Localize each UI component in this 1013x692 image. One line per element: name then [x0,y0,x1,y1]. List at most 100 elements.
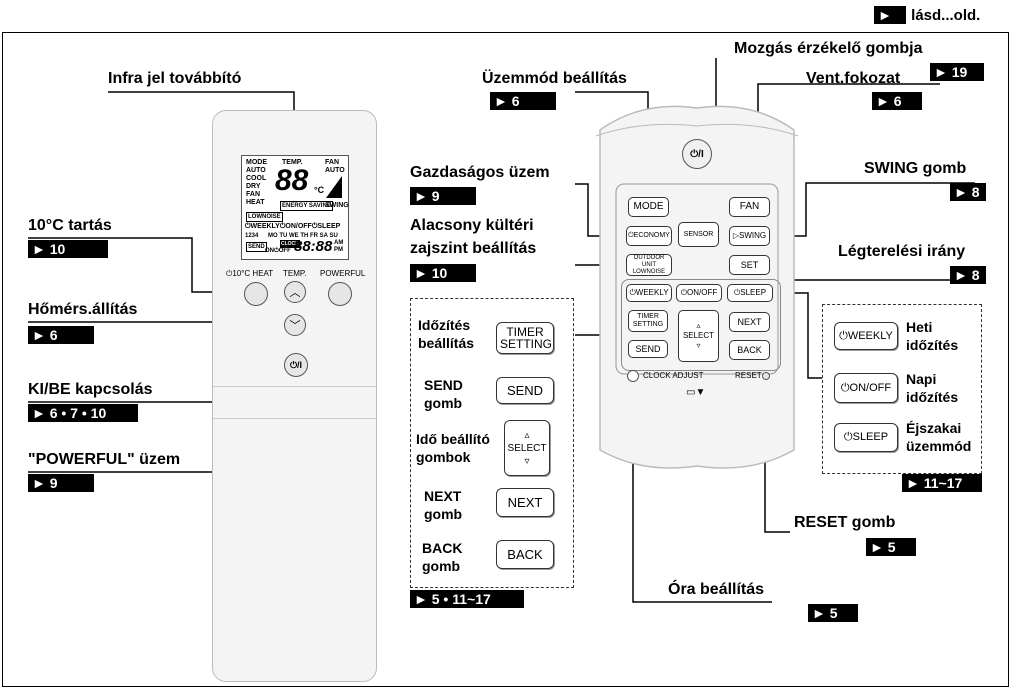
ref-fan: ► 6 [872,92,922,110]
ref-airflow: ► 8 [950,266,986,284]
chevron-up-icon: ▵ [696,321,701,330]
chevron-down-icon: ﹀ [289,320,301,332]
label-airflow: Légterelési irány [838,243,966,260]
fan-button[interactable]: FAN [729,197,770,217]
sleep-button[interactable]: ⏻SLEEP [834,423,898,452]
ref-weekly-box: ► 11~17 [902,474,982,492]
timer-legend-box [410,298,574,588]
heat-10-button[interactable] [244,282,268,306]
label-fan: Vent.fokozat [806,70,901,87]
right-power-button[interactable]: ⏻/I [682,139,712,169]
lcd-mode: FAN [246,191,260,198]
reset-label: RESET [735,371,762,380]
sensor-button[interactable]: SENSOR [678,222,719,247]
ref-lownoise: ► 10 [410,264,476,282]
ref-heat10: ► 10 [28,240,108,258]
label-swing: SWING gomb [864,160,967,177]
lcd-program: 1234 [245,233,259,239]
timer-setting-button[interactable]: TIMER SETTING [496,322,554,354]
remote-left-divider-2 [213,418,376,419]
lcd-onoff: ON⏻OFF [265,248,291,254]
label-motion: Mozgás érzékelő gombja [734,40,923,57]
clock-adjust-button[interactable] [627,370,639,382]
back-button[interactable]: BACK [496,540,554,569]
mode-button[interactable]: MODE [628,197,669,217]
label-mode: Üzemmód beállítás [482,70,627,87]
lcd-mode: MODE [246,159,267,166]
ref-onoff: ► 6 • 7 • 10 [28,404,138,422]
label-clock: Óra beállítás [668,581,765,598]
lcd-clock: CLOCK [280,240,300,248]
lownoise-button[interactable]: OUTDOOR UNIT LOWNOISE [626,254,672,276]
temp-down-button[interactable]: ﹀ [284,314,306,336]
powerful-button-label: POWERFUL [320,269,366,278]
lcd-fan-mode: AUTO [325,167,345,174]
label-lownoise-1: Alacsony kültéri [410,217,534,234]
select-button-small[interactable]: ▵ SELECT ▿ [678,310,719,362]
label-infra: Infra jel továbbító [108,70,242,87]
lcd-timer-row: ⏻WEEKLY⏻ON/OFF⏻SLEEP [245,223,341,230]
label-lownoise-2: zajszint beállítás [410,240,537,257]
weekly-button-small[interactable]: ⏻WEEKLY [626,284,672,302]
chevron-up-icon: ▵ [524,429,530,441]
battery-icon: ▭▼ [686,387,706,398]
remote-left-divider [213,386,376,387]
lcd-swing: SWING [325,202,349,209]
ref-timer-box: ► 5 • 11~17 [410,590,524,608]
send-button[interactable]: SEND [496,377,554,404]
label-onoff: KI/BE kapcsolás [28,381,153,398]
lcd-time: 88:88 [294,238,333,255]
power-button[interactable]: ⏻/I [284,353,308,377]
lcd-send: SEND [246,242,267,252]
set-button[interactable]: SET [729,255,770,275]
lcd-days: MO TU WE TH FR SA SU [268,233,338,239]
fan-bars-icon [326,176,342,198]
ref-mode: ► 6 [490,92,556,110]
next-button[interactable]: NEXT [496,488,554,517]
next-button-small[interactable]: NEXT [729,312,770,332]
label-temp: Hőmérs.állítás [28,301,138,318]
label-reset: RESET gomb [794,514,896,531]
label-powerful: "POWERFUL" üzem [28,451,181,468]
ref-reset: ► 5 [866,538,916,556]
powerful-button[interactable] [328,282,352,306]
heat-button-label: ⏻10°C HEAT [226,269,274,278]
weekly-button[interactable]: ⏻WEEKLY [834,322,898,350]
lcd-mode: AUTO [246,167,266,174]
onoff-button-small[interactable]: ⏻ON/OFF [676,284,722,302]
lcd-fan-label: FAN [325,159,339,166]
chevron-up-icon: ︿ [289,287,301,299]
select-button[interactable]: ▵ SELECT ▿ [504,420,550,476]
label-economy: Gazdaságos üzem [410,164,550,181]
reset-button[interactable] [762,372,770,380]
ref-economy: ► 9 [410,187,476,205]
select-text: SELECT [507,442,547,454]
power-icon: ⏻/I [289,359,303,370]
header-note: : lásd...old. [902,7,981,24]
chevron-down-icon: ▿ [524,455,530,467]
lcd-modes: MODE AUTO COOL DRY FAN HEAT [246,159,267,207]
send-button-small[interactable]: SEND [628,340,668,358]
temp-up-button[interactable]: ︿ [284,281,306,303]
ref-temp: ► 6 [28,326,94,344]
label-heat10: 10°C tartás [28,217,112,234]
sleep-button-small[interactable]: ⏻SLEEP [727,284,773,302]
clock-adjust-label: CLOCK ADJUST [643,371,704,380]
lcd-mode: DRY [246,183,261,190]
timer-setting-button-small[interactable]: TIMER SETTING [628,310,668,332]
economy-button[interactable]: ⏻ECONOMY [626,226,672,246]
back-button-small[interactable]: BACK [729,340,770,360]
lcd-temp-label: TEMP. [282,159,303,166]
lcd-ampm: AM PM [334,240,344,253]
swing-button[interactable]: ▷SWING [729,226,770,246]
ref-powerful: ► 9 [28,474,94,492]
onoff-button[interactable]: ⏻ON/OFF [834,373,898,403]
lcd-temp-digits: 88 [275,164,309,197]
